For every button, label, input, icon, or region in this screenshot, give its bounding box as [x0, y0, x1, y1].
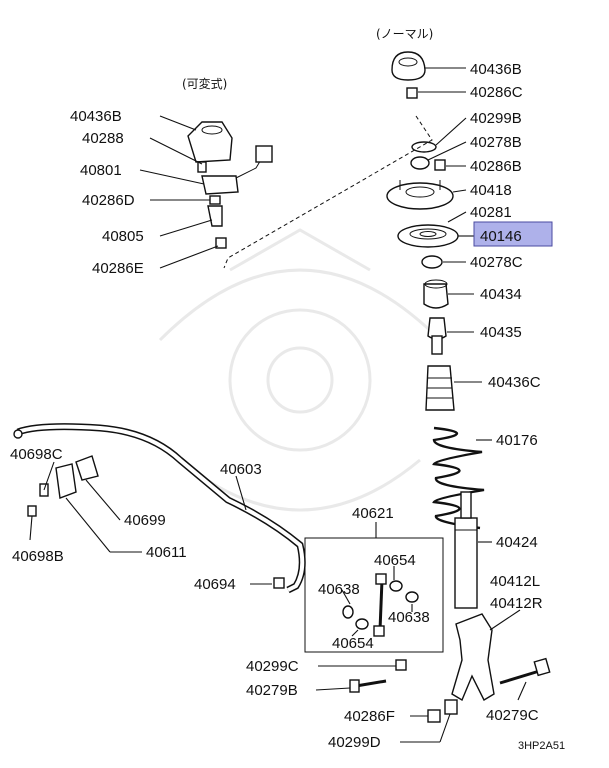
label-40698C[interactable]: 40698C [10, 446, 63, 463]
label-40286D[interactable]: 40286D [82, 192, 135, 209]
label-40424[interactable]: 40424 [496, 534, 538, 551]
label-40281[interactable]: 40281 [470, 204, 512, 221]
dashed-guide [223, 115, 433, 269]
label-40412R[interactable]: 40412R [490, 595, 543, 612]
label-40435[interactable]: 40435 [480, 324, 522, 341]
knuckle [451, 613, 495, 702]
link-group-box [304, 537, 444, 653]
strut-assembly [349, 51, 551, 723]
collar-c [421, 255, 443, 269]
bump-rubber [423, 283, 449, 309]
label-40279C[interactable]: 40279C [486, 707, 539, 724]
bracket [207, 205, 223, 227]
label-40176[interactable]: 40176 [496, 432, 538, 449]
label-40654-bottom[interactable]: 40654 [332, 635, 374, 652]
label-40436C[interactable]: 40436C [488, 374, 541, 391]
label-40286E[interactable]: 40286E [92, 260, 144, 277]
label-40286B[interactable]: 40286B [470, 158, 522, 175]
label-40603[interactable]: 40603 [220, 461, 262, 478]
label-40412L[interactable]: 40412L [490, 573, 540, 590]
label-40286C[interactable]: 40286C [470, 84, 523, 101]
part-labels: 40436B 40286C 40299B 40278B 40286B 40418… [10, 61, 543, 751]
label-40638-left[interactable]: 40638 [318, 581, 360, 598]
upper-mount [386, 182, 454, 210]
label-40805[interactable]: 40805 [102, 228, 144, 245]
stabilizer-bracket [55, 463, 77, 499]
variable-top-cap [187, 121, 233, 163]
label-40418[interactable]: 40418 [470, 182, 512, 199]
label-40611[interactable]: 40611 [146, 544, 187, 561]
label-40638-right[interactable]: 40638 [388, 609, 430, 626]
top-nut [406, 87, 418, 99]
leader-lines [29, 67, 527, 743]
nut-b [434, 159, 446, 171]
label-40436B-top[interactable]: 40436B [470, 61, 522, 78]
label-40699[interactable]: 40699 [124, 512, 166, 529]
label-40278C[interactable]: 40278C [470, 254, 523, 271]
stabilizer-link [342, 573, 419, 637]
washer-top [411, 141, 437, 153]
label-40299D[interactable]: 40299D [328, 734, 381, 751]
label-40694[interactable]: 40694 [194, 576, 236, 593]
label-40801[interactable]: 40801 [80, 162, 122, 179]
variable-type-label: (可変式) [182, 76, 227, 91]
label-40698B[interactable]: 40698B [12, 548, 64, 565]
label-40436B-left[interactable]: 40436B [70, 108, 122, 125]
variable-mount-assembly [187, 121, 273, 249]
connector [255, 145, 273, 163]
coil-spring [432, 426, 485, 530]
highlight-40146 [473, 221, 553, 247]
label-40146[interactable]: 40146 [480, 228, 522, 245]
label-40654-top[interactable]: 40654 [374, 552, 416, 569]
label-40434[interactable]: 40434 [480, 286, 522, 303]
label-40621[interactable]: 40621 [352, 505, 394, 522]
normal-type-label: (ノーマル) [376, 27, 433, 41]
shock-absorber [454, 517, 478, 609]
label-40299C[interactable]: 40299C [246, 658, 299, 675]
label-40279B[interactable]: 40279B [246, 682, 298, 699]
diagram-code: 3HP2A51 [518, 740, 565, 752]
actuator [201, 175, 239, 195]
label-40299B[interactable]: 40299B [470, 110, 522, 127]
stabilizer-bushing [75, 455, 99, 481]
label-40288[interactable]: 40288 [82, 130, 124, 147]
label-40278B[interactable]: 40278B [470, 134, 522, 151]
watermark-emblem [158, 228, 442, 512]
collar-top [410, 156, 430, 170]
label-40286F[interactable]: 40286F [344, 708, 395, 725]
